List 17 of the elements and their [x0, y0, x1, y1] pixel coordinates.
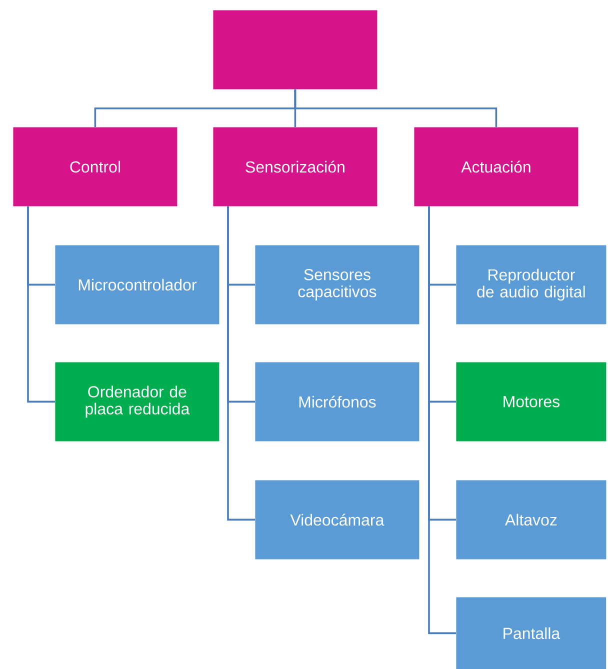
- category-box: Actuación: [414, 127, 578, 206]
- component-box: Reproductor de audio digital: [456, 245, 606, 324]
- category-box: Control: [13, 127, 178, 206]
- connector-line: [428, 206, 456, 634]
- component-box: Motores: [456, 362, 606, 442]
- component-box: Pantalla: [456, 597, 606, 669]
- category-box: Sensorización: [213, 127, 378, 206]
- connector-line: [227, 206, 255, 521]
- component-box: Sensores capacitivos: [255, 245, 420, 324]
- component-box: Micrófonos: [255, 362, 420, 442]
- connector-line: [294, 89, 498, 127]
- component-box: Microcontrolador: [55, 245, 220, 324]
- root-box: [213, 10, 378, 90]
- component-box: Videocámara: [255, 480, 420, 560]
- connector-line: [27, 206, 55, 403]
- component-box: Ordenador de placa reducida: [55, 362, 220, 442]
- component-box: Altavoz: [456, 480, 606, 560]
